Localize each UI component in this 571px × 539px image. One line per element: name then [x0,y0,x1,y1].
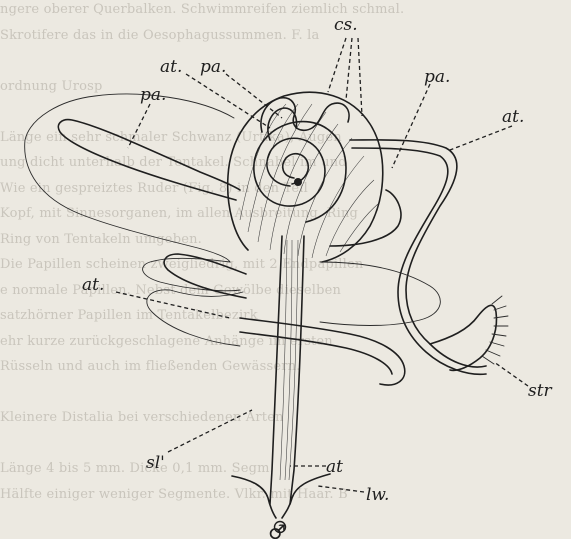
leader-sl [168,410,252,452]
upper-loop-tubes-2 [268,108,297,140]
label-at-right: at. [502,107,524,127]
leader-at-right [450,126,512,150]
leader-at-top [186,74,270,128]
label-sl: sl' [146,453,165,473]
lower-tube-loop [240,318,405,385]
leader-at-left [116,292,230,318]
label-male-symbol: ♂ [268,520,286,539]
label-at-bottom: at [326,457,343,477]
label-pa-top: pa. [200,57,226,77]
bulb-center-dot [294,178,302,186]
duct-base [232,474,330,518]
label-at-left: at. [82,275,104,295]
label-str: str [528,381,553,401]
right-lower-lobe [320,262,440,326]
central-duct-left [270,236,282,504]
leader-lw [318,486,364,492]
left-finger-projection [58,120,240,200]
label-pa-right: pa. [424,67,450,87]
right-arm-tube [330,190,401,246]
coiled-tube-outer [254,122,346,222]
label-pa-left: pa. [140,85,166,105]
leader-pa-right [392,84,430,168]
leader-str [494,362,528,386]
leader-pa-top [226,74,282,118]
fringed-organ [430,305,496,370]
label-cs: cs. [334,15,358,35]
right-long-tube [350,140,486,367]
label-at-top: at. [160,57,182,77]
label-lw: lw. [366,485,389,505]
